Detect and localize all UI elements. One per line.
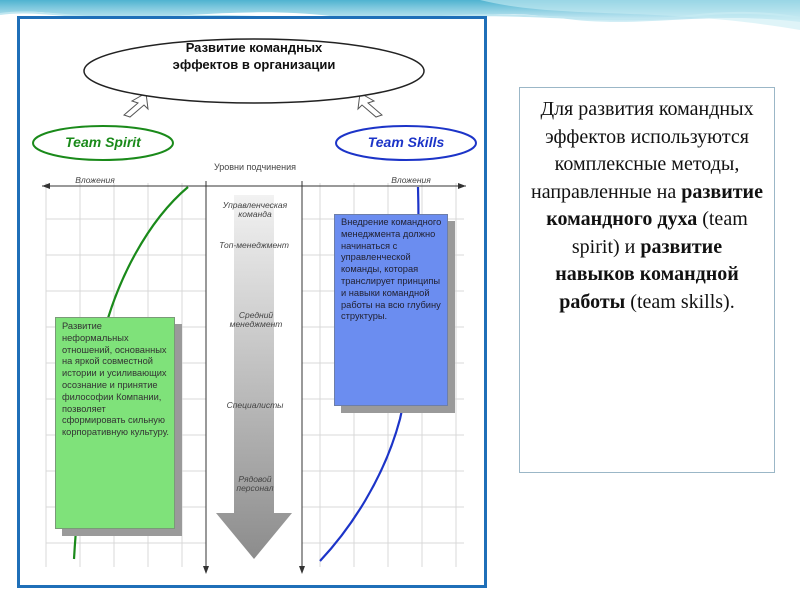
slide-text-team-skills-en: (team skills). bbox=[630, 290, 735, 313]
level-staff: Рядовой персонал bbox=[236, 474, 274, 494]
left-hollow-arrow bbox=[123, 92, 149, 118]
levels-header: Уровни подчинения bbox=[213, 162, 297, 172]
level-middle-management: Средний менеджмент bbox=[229, 310, 283, 330]
level-specialists: Специалисты bbox=[226, 400, 284, 410]
team-skills-description: Внедрение командного менеджмента должно … bbox=[334, 214, 448, 406]
level-top-management: Топ-менеджмент bbox=[219, 240, 289, 250]
right-hollow-arrow bbox=[357, 92, 383, 118]
diagram-frame: Развитие командных эффектов в организаци… bbox=[17, 16, 487, 588]
subordination-arrow bbox=[216, 195, 292, 559]
diagram-title-line1: Развитие командных bbox=[185, 40, 323, 55]
diagram-title-line2: эффектов в организации bbox=[172, 57, 336, 72]
slide-text-team-spirit-en: (team spirit) и bbox=[571, 208, 748, 258]
investments-right-label: Вложения bbox=[391, 175, 431, 185]
team-spirit-oval bbox=[32, 125, 174, 161]
team-spirit-label: Team Spirit bbox=[65, 134, 141, 150]
investments-left-label: Вложения bbox=[75, 175, 115, 185]
team-skills-label: Team Skills bbox=[367, 134, 445, 150]
team-spirit-description: Развитие неформальных отношений, основан… bbox=[55, 317, 175, 529]
diagram-title: Развитие командных эффектов в организаци… bbox=[124, 39, 384, 73]
slide-text-intro: Для развития командных эффектов использу… bbox=[531, 98, 754, 203]
level-management-team: Управленческая команда bbox=[222, 200, 288, 220]
team-skills-oval bbox=[335, 125, 477, 161]
slide-text-team-skills: развитие навыков командной работы bbox=[555, 235, 739, 313]
slide-text-box: Для развития командных эффектов использу… bbox=[519, 87, 775, 473]
slide-text-team-spirit: развитие командного духа bbox=[546, 180, 763, 231]
title-oval-shape bbox=[83, 38, 425, 104]
